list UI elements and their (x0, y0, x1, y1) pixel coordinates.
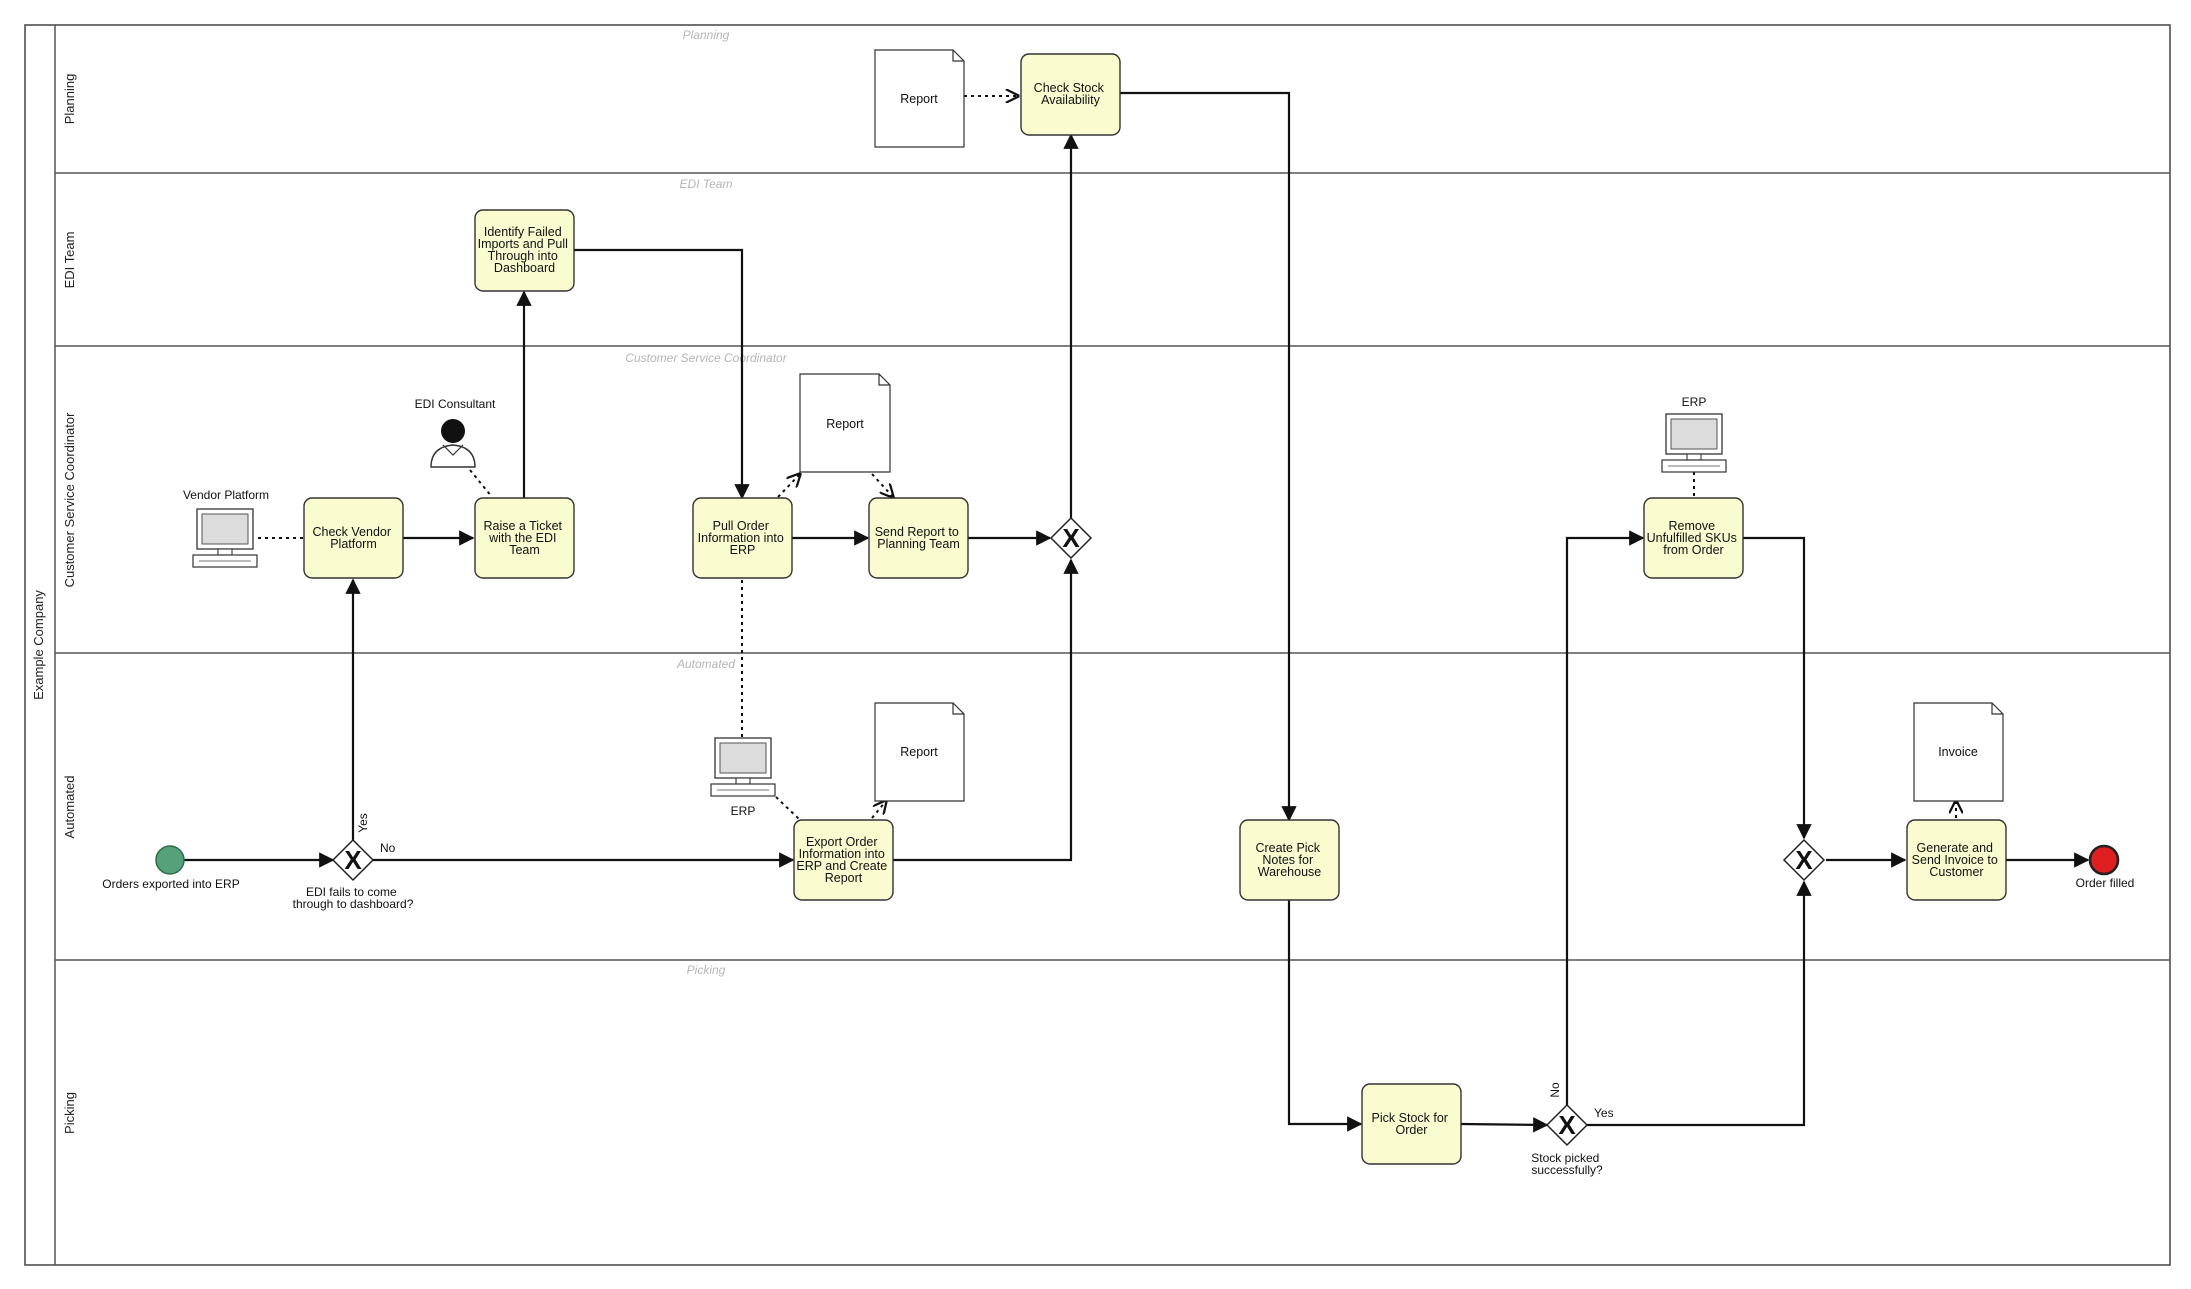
task-label: Check Vendor Platform (312, 525, 394, 551)
assoc-report-to-send-report (871, 473, 893, 497)
document-report-customer-service[interactable]: Report (799, 373, 891, 473)
lane-watermark-automated: Automated (676, 657, 735, 671)
task-check-vendor-platform[interactable]: Check Vendor Platform (303, 497, 404, 579)
task-create-pick-notes[interactable]: Create Pick Notes for Warehouse (1239, 819, 1340, 901)
gateway-stock-picked-no-label: No (1548, 1082, 1562, 1098)
document-report-automated[interactable]: Report (874, 702, 965, 802)
task-label: Pull Order Information into ERP (698, 519, 788, 557)
gateway-stock-picked-question: Stock picked successfully? (1531, 1151, 1603, 1177)
lane-watermark-edi-team: EDI Team (680, 177, 733, 191)
assoc-edi-consultant-to-raise-ticket (469, 469, 493, 498)
gateway-edi-fails-question: EDI fails to come through to dashboard? (293, 885, 414, 911)
task-label: Pick Stock for Order (1372, 1111, 1452, 1137)
flow-pick-stock-to-gateway (1460, 1117, 1549, 1133)
lane-watermark-picking: Picking (687, 963, 726, 977)
vendor-platform-label: Vendor Platform (183, 488, 269, 502)
document-report-planning[interactable]: Report (874, 49, 965, 148)
task-check-stock-availability[interactable]: Check Stock Availability (1020, 53, 1121, 136)
lane-label-edi-team: EDI Team (62, 232, 77, 289)
document-label: Report (826, 417, 864, 431)
document-label: Report (900, 92, 938, 106)
gateway-edi-fails[interactable]: X (331, 838, 375, 882)
flow-remove-skus-to-merge (1743, 536, 1812, 840)
flow-export-order-to-gateway (893, 558, 1079, 862)
task-label: Remove Unfulfilled SKUs from Order (1647, 519, 1741, 557)
task-identify-failed-imports[interactable]: Identify Failed Imports and Pull Through… (474, 209, 575, 292)
task-label: Create Pick Notes for Warehouse (1255, 841, 1323, 879)
pool-border (24, 24, 2171, 1266)
erp-csc-label: ERP (1682, 395, 1707, 409)
gateway-stock-picked[interactable]: X (1545, 1103, 1589, 1147)
end-event[interactable] (2088, 844, 2120, 876)
flow-check-stock-to-create-pick (1120, 91, 1297, 822)
lane-label-picking: Picking (62, 1092, 77, 1134)
start-event[interactable] (155, 845, 185, 875)
lane-label-customer-service: Customer Service Coordinator (62, 412, 77, 588)
task-label: Generate and Send Invoice to Customer (1912, 841, 2002, 879)
lane-label-automated: Automated (62, 776, 77, 839)
pool-label: Example Company (31, 590, 46, 700)
task-label: Check Stock Availability (1034, 81, 1108, 107)
flow-identify-failed-to-pull-order (574, 248, 750, 500)
gateway-report-merge[interactable]: X (1049, 516, 1093, 560)
erp-automated-label: ERP (731, 804, 756, 818)
task-export-order-information[interactable]: Export Order Information into ERP and Cr… (793, 819, 894, 901)
computer-icon (1661, 413, 1727, 473)
document-label: Report (900, 745, 938, 759)
assoc-erp-to-export-order (775, 796, 801, 821)
task-label: Raise a Ticket with the EDI Team (484, 519, 566, 557)
edi-consultant-label: EDI Consultant (415, 397, 496, 411)
gateway-x-icon: X (1062, 523, 1080, 553)
task-send-report-to-planning[interactable]: Send Report to Planning Team (868, 497, 969, 579)
gateway-edi-fails-no-label: No (380, 841, 396, 855)
flow-stock-gateway-yes-to-merge (1587, 880, 1812, 1127)
gateway-stock-picked-yes-label: Yes (1594, 1106, 1614, 1120)
lane-watermark-planning: Planning (683, 28, 730, 42)
task-pull-order-information[interactable]: Pull Order Information into ERP (692, 497, 793, 579)
flow-stock-gateway-no-to-remove-skus (1565, 530, 1645, 1105)
gateway-final-merge[interactable]: X (1782, 838, 1826, 882)
lane-watermark-customer-service: Customer Service Coordinator (625, 351, 787, 365)
sequence-flows (184, 91, 2090, 1133)
task-label: Send Report to Planning Team (875, 525, 963, 551)
assoc-pull-order-to-report (777, 474, 800, 498)
start-event-label: Orders exported into ERP (102, 877, 239, 891)
task-raise-ticket[interactable]: Raise a Ticket with the EDI Team (474, 497, 575, 579)
flow-create-pick-to-pick-stock (1287, 900, 1363, 1132)
gateway-x-icon: X (1795, 845, 1813, 875)
document-label: Invoice (1938, 745, 1978, 759)
task-pick-stock-for-order[interactable]: Pick Stock for Order (1361, 1083, 1462, 1165)
task-generate-send-invoice[interactable]: Generate and Send Invoice to Customer (1906, 819, 2007, 901)
end-event-label: Order filled (2076, 876, 2135, 890)
task-label: Export Order Information into ERP and Cr… (796, 835, 890, 885)
task-remove-unfulfilled-skus[interactable]: Remove Unfulfilled SKUs from Order (1643, 497, 1744, 579)
gateway-x-icon: X (344, 845, 362, 875)
computer-icon (192, 508, 258, 568)
user-icon (430, 419, 476, 468)
lane-label-planning: Planning (62, 74, 77, 125)
gateway-x-icon: X (1558, 1110, 1576, 1140)
gateway-edi-fails-yes-label: Yes (356, 813, 370, 833)
document-invoice[interactable]: Invoice (1913, 702, 2004, 802)
task-label: Identify Failed Imports and Pull Through… (478, 225, 572, 275)
computer-icon (710, 737, 776, 797)
associations (258, 96, 1956, 821)
